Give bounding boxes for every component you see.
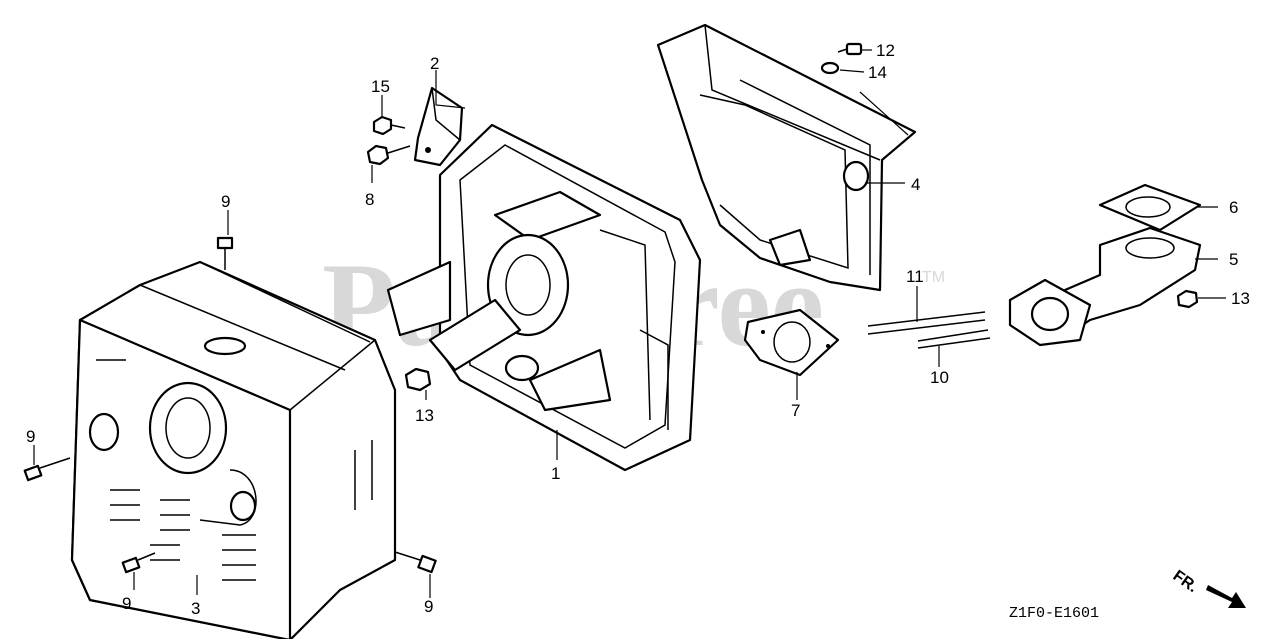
bolt-part-12[interactable] (837, 42, 863, 56)
watermark-trademark: TM (922, 269, 945, 286)
front-direction-label: FR. (1170, 567, 1201, 596)
callout-9-bottom-left: 9 (122, 594, 131, 613)
bolt-part-9-top[interactable] (216, 236, 234, 270)
callout-9-left: 9 (26, 427, 35, 446)
bolt-part-9-left[interactable] (23, 457, 71, 482)
callout-7: 7 (791, 401, 800, 420)
front-direction-marker: FR. (1170, 567, 1246, 608)
callout-9-bottom-right: 9 (424, 597, 433, 616)
callout-10: 10 (930, 368, 949, 387)
nut-part-13-right[interactable] (1176, 289, 1199, 309)
muffler-gasket[interactable] (743, 308, 840, 377)
leader-lines (33, 49, 1226, 598)
bolt-part-15[interactable] (372, 115, 406, 136)
exhaust-gasket[interactable] (1098, 183, 1202, 232)
callout-2: 2 (430, 54, 439, 73)
callout-13-right: 13 (1231, 289, 1250, 308)
callout-8: 8 (365, 190, 374, 209)
callout-3: 3 (191, 599, 200, 618)
bolt-part-9-bottom-right[interactable] (394, 551, 437, 574)
callout-15: 15 (371, 77, 390, 96)
diagram-code: Z1F0-E1601 (1009, 605, 1099, 622)
callout-9-top: 9 (221, 192, 230, 211)
callout-11: 11 (906, 267, 924, 286)
washer-part-14[interactable] (820, 61, 840, 75)
callout-4: 4 (911, 175, 920, 194)
callout-13-left: 13 (415, 406, 434, 425)
muffler-protector[interactable] (70, 260, 397, 639)
muffler[interactable] (386, 123, 702, 472)
callout-6: 6 (1229, 198, 1238, 217)
callout-5: 5 (1229, 250, 1238, 269)
callout-12: 12 (876, 41, 895, 60)
bolt-part-8[interactable] (366, 144, 411, 166)
callout-14: 14 (868, 63, 887, 82)
callout-1: 1 (551, 464, 560, 483)
stud-bolts[interactable] (867, 311, 991, 349)
bolt-part-9-bottom-left[interactable] (121, 552, 156, 574)
exhaust-pipe[interactable] (1008, 226, 1202, 347)
muffler-cover[interactable] (656, 23, 917, 292)
arrow-icon (1206, 585, 1246, 608)
muffler-bracket[interactable] (413, 86, 464, 167)
nut-part-13-left[interactable] (404, 367, 432, 392)
